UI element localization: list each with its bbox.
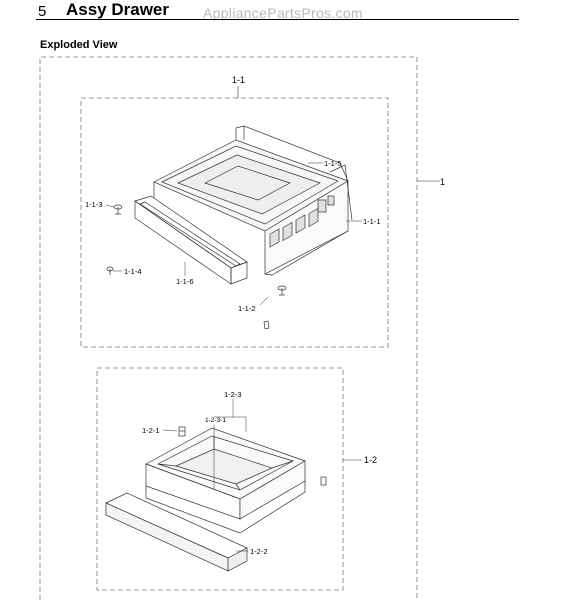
frame-assembly-border bbox=[80, 97, 389, 348]
screw-1-1-4 bbox=[106, 266, 114, 275]
callout-1-1-1: 1-1-1 bbox=[363, 217, 381, 226]
callout-1-2-2: 1-2-2 bbox=[250, 547, 268, 556]
header-rule bbox=[36, 19, 519, 20]
bracket-1-2-1 bbox=[178, 426, 186, 437]
section-title: Assy Drawer bbox=[66, 0, 170, 19]
frame-illustration bbox=[106, 125, 353, 330]
clip-small bbox=[263, 320, 270, 330]
callout-1-2-3: 1-2-3 bbox=[224, 390, 242, 399]
screw-1-1-2 bbox=[277, 285, 287, 296]
clip-right bbox=[320, 476, 327, 486]
callout-1-2: 1-2 bbox=[364, 455, 377, 465]
callout-1-1-6: 1-1-6 bbox=[176, 277, 194, 286]
drawer-assembly-border bbox=[96, 367, 344, 591]
page-header: 5 Assy Drawer AppliancePartsPros.com bbox=[0, 0, 571, 28]
callout-1-1: 1-1 bbox=[232, 75, 245, 85]
drawer-illustration bbox=[105, 426, 327, 572]
callout-1-2-3-1: 1-2-3-1 bbox=[205, 417, 226, 424]
callout-1-1-3: 1-1-3 bbox=[85, 200, 103, 209]
watermark: AppliancePartsPros.com bbox=[203, 5, 363, 21]
screw-1-1-3 bbox=[113, 204, 123, 215]
assembly-border bbox=[39, 56, 418, 600]
callout-1-2-1: 1-2-1 bbox=[142, 426, 160, 435]
view-subtitle: Exploded View bbox=[40, 39, 118, 51]
callout-1: 1 bbox=[440, 177, 445, 187]
callout-1-1-4: 1-1-4 bbox=[124, 267, 142, 276]
section-number: 5 bbox=[38, 3, 47, 20]
callout-1-1-2: 1-1-2 bbox=[238, 304, 256, 313]
callout-1-1-5: 1-1-5 bbox=[324, 159, 342, 168]
